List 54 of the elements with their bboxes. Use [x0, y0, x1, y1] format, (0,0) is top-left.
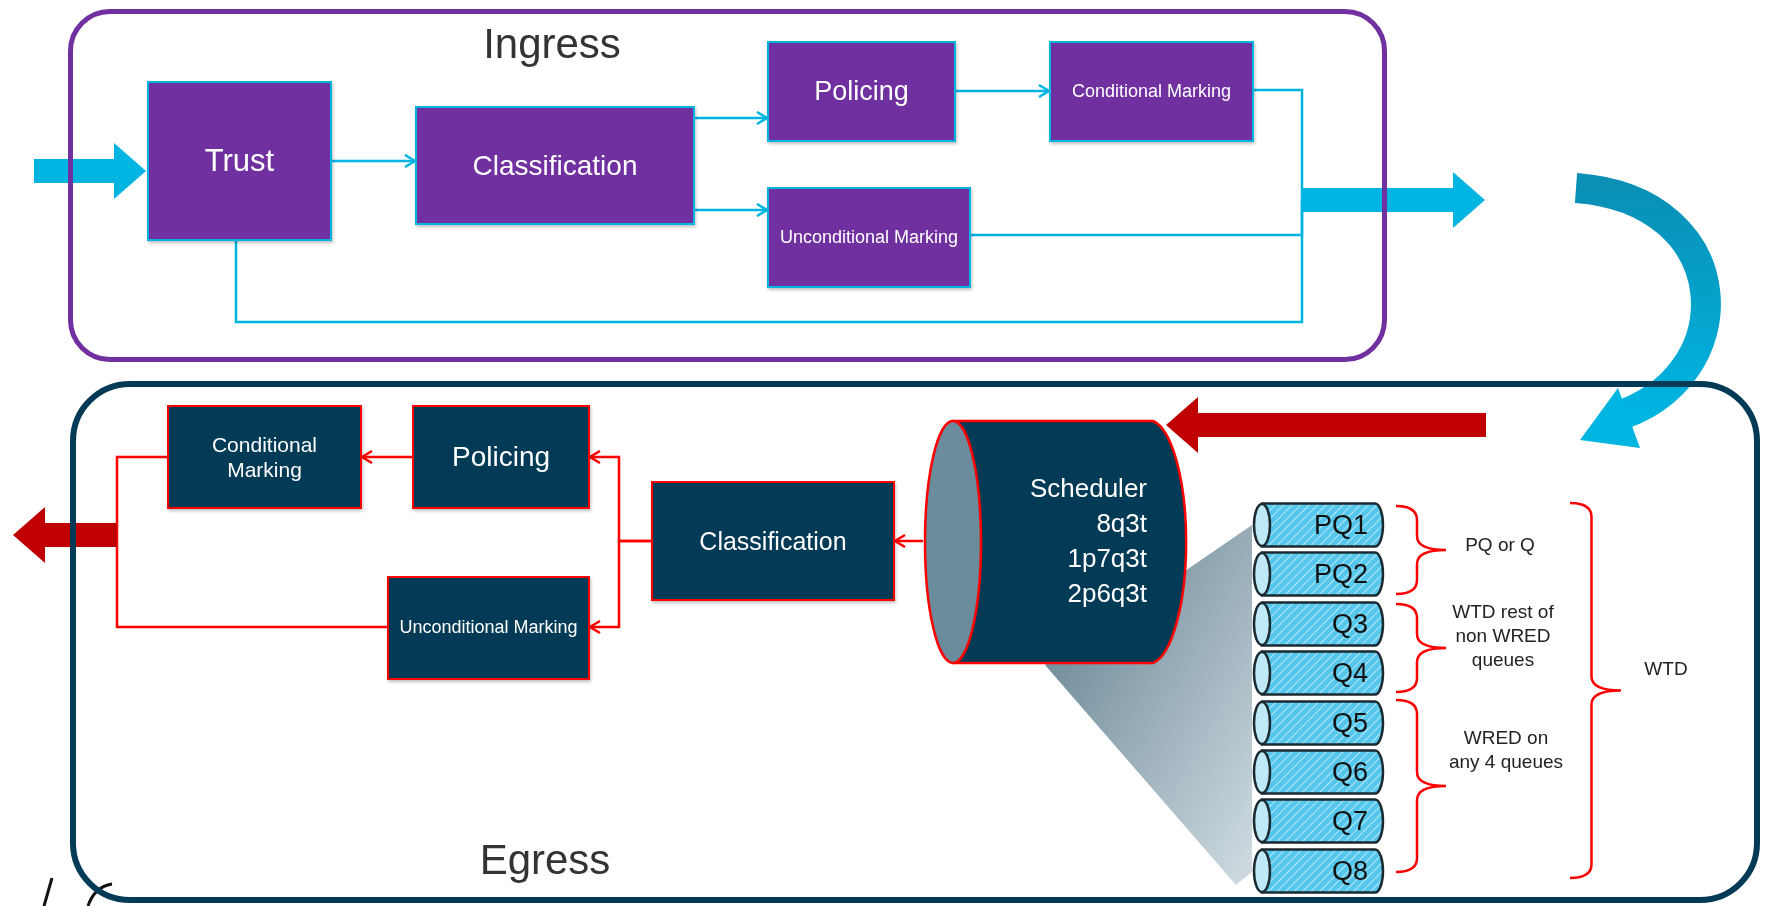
block-arrow — [34, 143, 146, 199]
box-label: Conditional Marking — [210, 431, 319, 483]
bracket-label: WTD — [1643, 657, 1689, 681]
queue-label: Q4 — [1331, 657, 1368, 689]
queue-label: Q6 — [1331, 756, 1368, 788]
process-box — [651, 481, 895, 601]
queue-label: Q3 — [1331, 608, 1368, 640]
box-label: Policing — [813, 75, 910, 108]
arrow — [695, 110, 769, 126]
process-box — [147, 81, 332, 241]
queue-cylinder — [1252, 848, 1384, 894]
block-arrow — [1166, 397, 1486, 453]
block-arrow — [1302, 172, 1485, 228]
queue-cylinder — [1252, 601, 1384, 647]
box-label: Unconditional Marking — [778, 226, 960, 249]
arrow — [332, 153, 417, 169]
process-box — [767, 187, 971, 288]
box-label: Classification — [471, 148, 639, 183]
process-box — [1049, 41, 1254, 142]
queue-cylinder — [1252, 502, 1384, 548]
scheduler-text: 8q3t — [1095, 507, 1147, 540]
bracket-label: WTD rest of non WRED queues — [1451, 600, 1555, 672]
queue-label: Q8 — [1331, 855, 1368, 887]
process-box — [167, 405, 362, 509]
box-label: Unconditional Marking — [398, 617, 579, 639]
queue-cylinder — [1252, 700, 1384, 746]
arrow — [956, 83, 1051, 99]
scheduler-text: Scheduler — [1029, 472, 1147, 505]
queue-cylinder — [1252, 551, 1384, 597]
queue-cylinder — [1252, 798, 1384, 844]
queue-label: PQ2 — [1313, 558, 1368, 590]
panel-title: Ingress — [483, 20, 621, 68]
panel-title: Egress — [479, 836, 611, 884]
block-arrow — [13, 507, 117, 563]
egress-panel — [70, 381, 1760, 903]
queue-cylinder — [1252, 650, 1384, 696]
scheduler-text: 1p7q3t — [1066, 542, 1147, 575]
process-box — [387, 576, 590, 680]
queue-label: Q7 — [1331, 805, 1368, 837]
box-label: Policing — [450, 440, 552, 474]
queue-label: Q5 — [1331, 707, 1368, 739]
queue-cylinder — [1252, 749, 1384, 795]
arrow — [695, 202, 769, 218]
bracket-label: WRED on any 4 queues — [1447, 726, 1565, 774]
queue-label: PQ1 — [1313, 509, 1368, 541]
process-box — [412, 405, 590, 509]
box-label: Classification — [698, 526, 848, 556]
box-label: Conditional Marking — [1070, 80, 1233, 103]
box-label: Trust — [203, 142, 276, 180]
process-box — [767, 41, 956, 142]
scheduler-text: 2p6q3t — [1066, 577, 1147, 610]
bracket-label: PQ or Q — [1464, 533, 1536, 557]
ingress-panel — [68, 9, 1387, 362]
process-box — [415, 106, 695, 225]
